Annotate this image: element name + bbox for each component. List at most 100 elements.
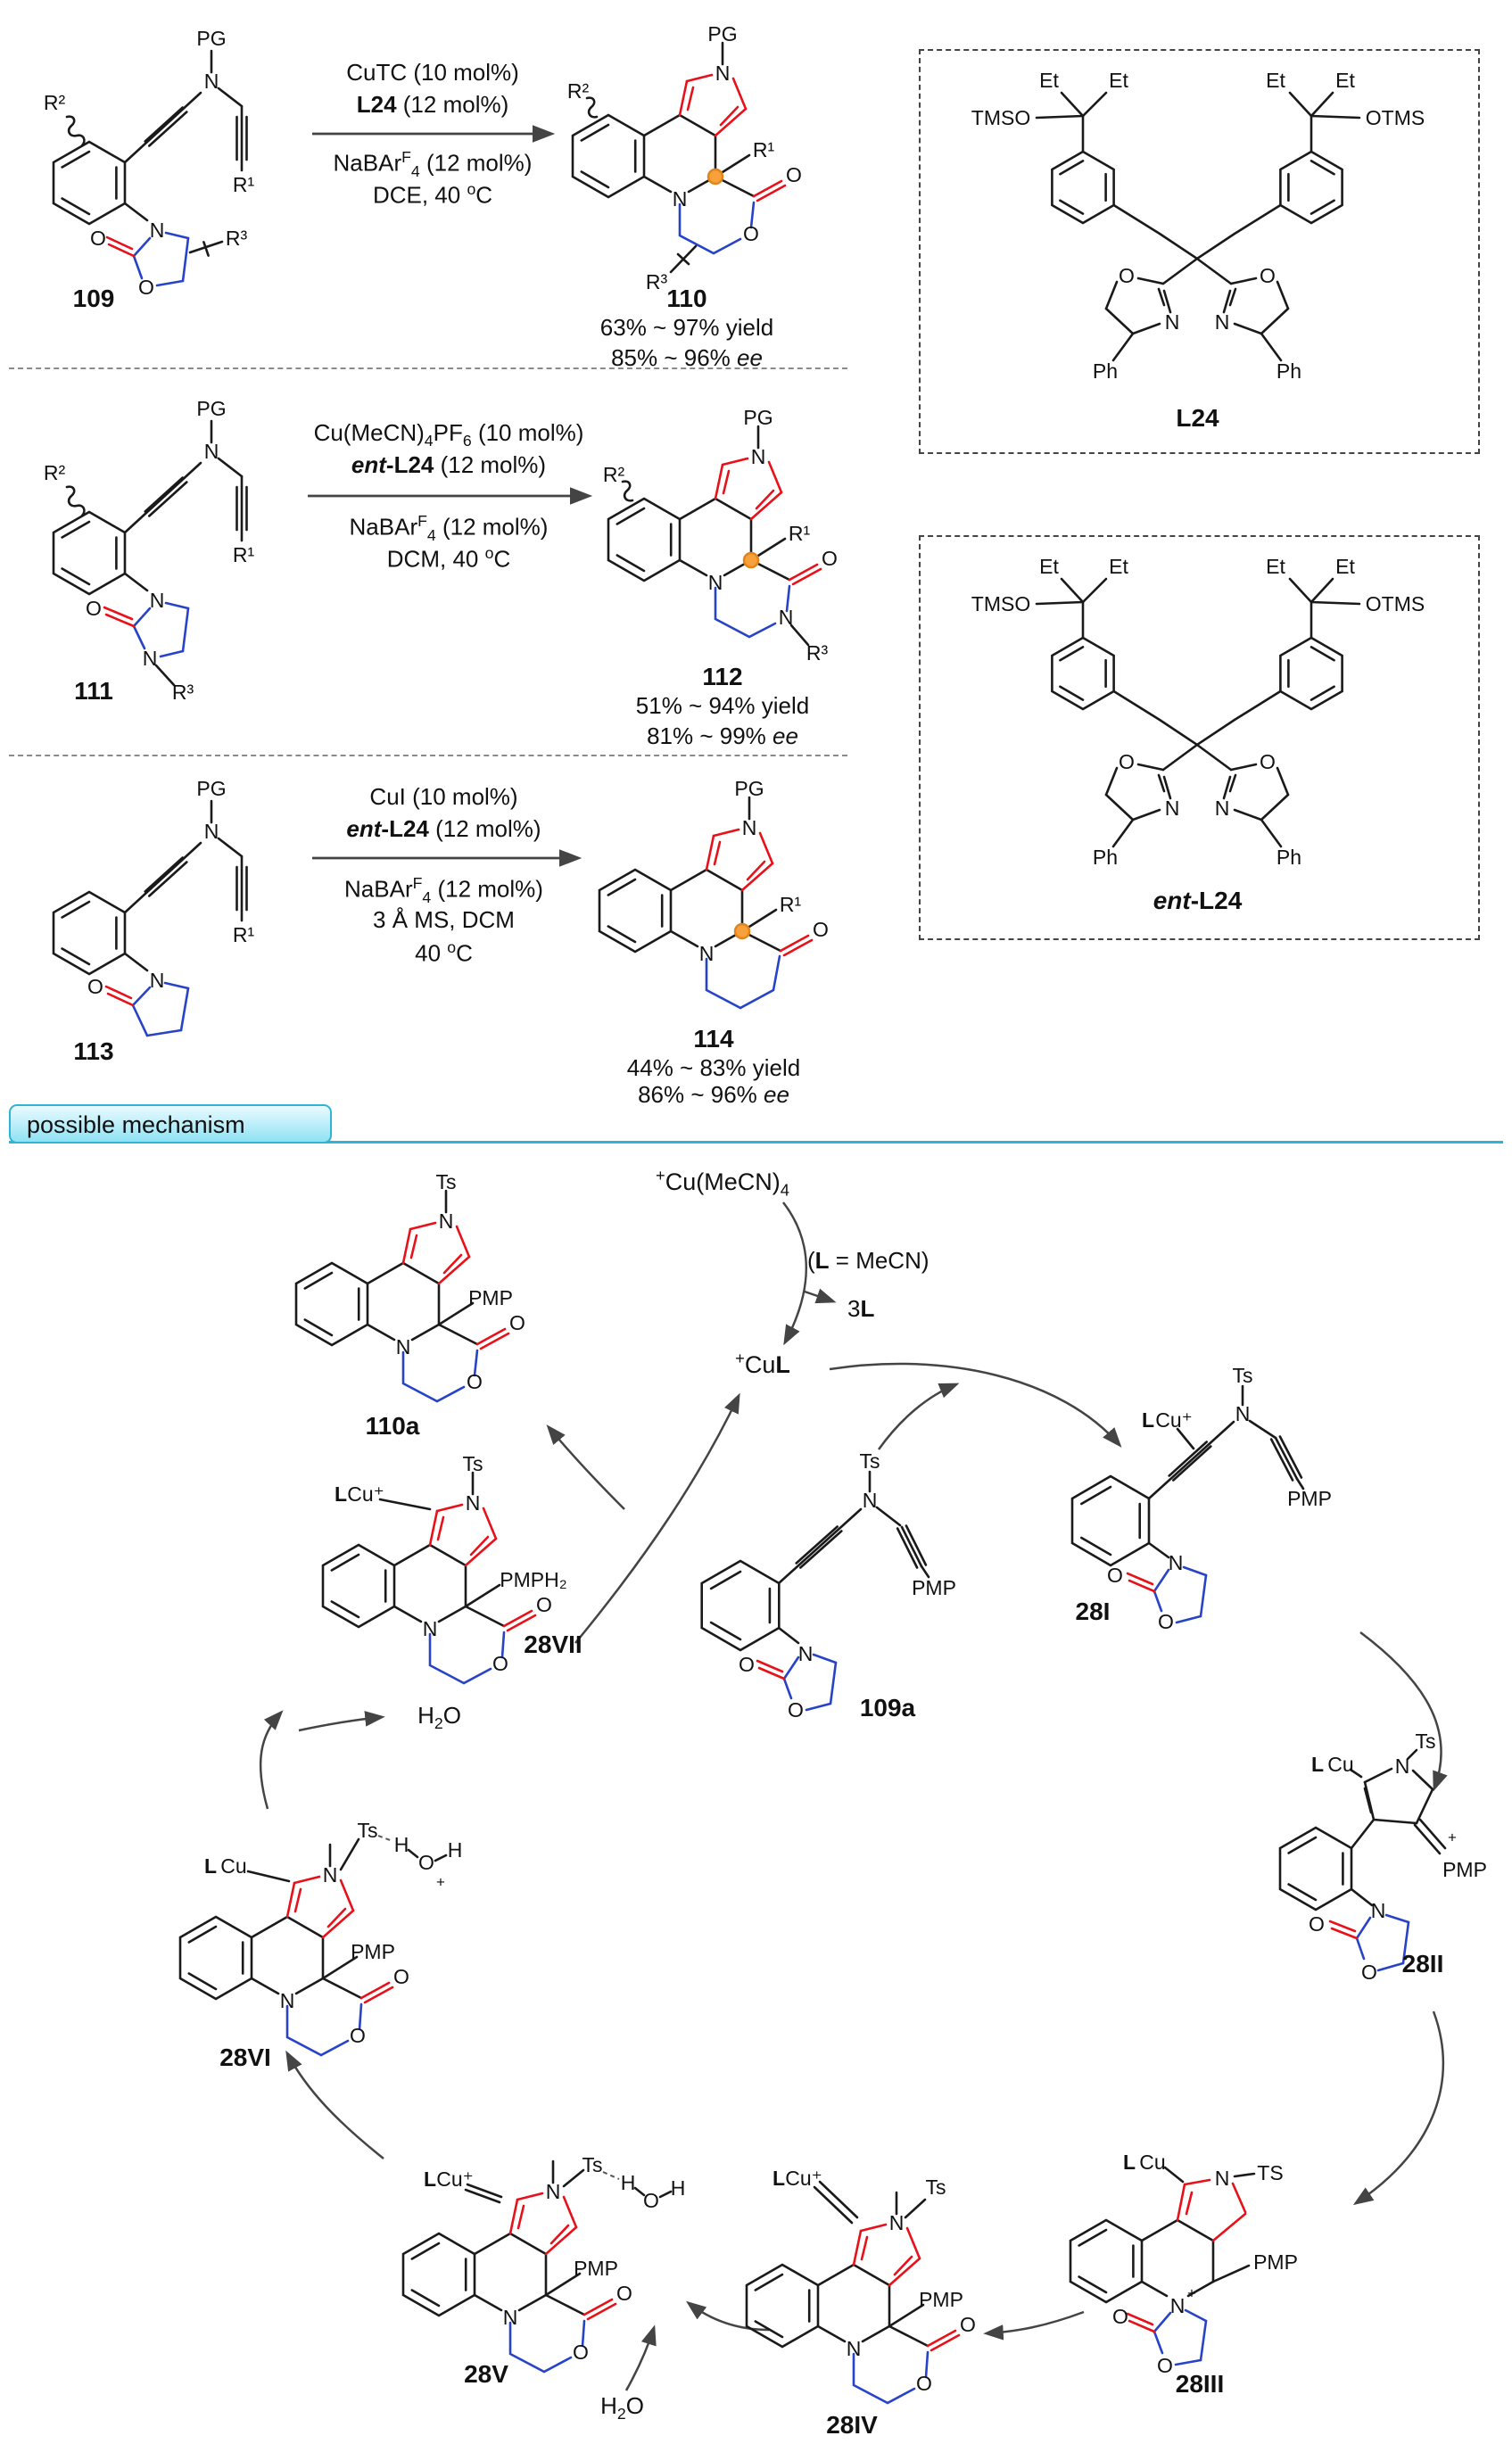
svg-text:PG: PG: [743, 406, 773, 429]
separator-2: [9, 755, 847, 756]
svg-text:O: O: [90, 227, 106, 250]
svg-text:R³: R³: [646, 270, 668, 293]
svg-text:N: N: [396, 1335, 411, 1358]
svg-text:Ts: Ts: [582, 2153, 603, 2176]
arrow-28V-28VI: [285, 2050, 384, 2159]
conditions-3-line1: CuI (10 mol%): [369, 783, 518, 810]
bonds-109: [52, 49, 248, 287]
conditions-3-line5: 40 oC: [415, 938, 473, 967]
conditions-2-line4: DCM, 40 oC: [386, 544, 511, 573]
ligand-box-L24: [919, 49, 1480, 454]
svg-text:L: L: [335, 1482, 347, 1506]
svg-text:Cu: Cu: [220, 1854, 246, 1878]
svg-text:N: N: [1170, 2294, 1186, 2317]
compound-number-112: 112: [702, 663, 743, 690]
label-28I: 28I: [1075, 1598, 1111, 1625]
svg-text:O: O: [1361, 1961, 1377, 1984]
svg-text:N: N: [143, 647, 158, 670]
svg-text:N: N: [863, 1489, 878, 1512]
svg-text:R³: R³: [226, 227, 248, 250]
h2o-in-label: H2O: [600, 2392, 644, 2423]
svg-text:Et: Et: [1039, 555, 1059, 578]
h2o-out-label: H2O: [417, 1702, 461, 1733]
svg-text:L: L: [1142, 1408, 1154, 1432]
arrow-h2o-out: [298, 1711, 385, 1732]
svg-text:Ph: Ph: [1277, 846, 1301, 869]
svg-text:Et: Et: [1335, 69, 1355, 92]
svg-text:L: L: [1311, 1753, 1324, 1776]
svg-text:N: N: [546, 2180, 561, 2203]
svg-text:Cu⁺: Cu⁺: [347, 1482, 384, 1506]
ligand-name-L24: L24: [1176, 404, 1219, 432]
svg-text:PMP: PMP: [1253, 2250, 1298, 2274]
svg-text:PG: PG: [196, 777, 226, 800]
svg-text:N: N: [204, 70, 219, 93]
svg-text:N: N: [699, 942, 715, 965]
svg-text:N: N: [708, 571, 723, 594]
arrow-28III-28IV: [983, 2310, 1085, 2341]
svg-text:L: L: [424, 2167, 436, 2191]
svg-text:O: O: [418, 1851, 434, 1874]
arrow-28VI-28VII: [259, 1710, 284, 1810]
svg-text:PMP: PMP: [1442, 1858, 1487, 1881]
svg-text:Cu⁺: Cu⁺: [1155, 1408, 1193, 1432]
svg-text:PMP: PMP: [1287, 1487, 1332, 1510]
svg-text:N: N: [466, 1491, 481, 1515]
conditions-1-line1: CuTC (10 mol%): [346, 59, 519, 86]
svg-text:PG: PG: [196, 397, 226, 420]
cu-mecn4-label: +Cu(MeCN)4: [656, 1166, 789, 1200]
svg-text:Ts: Ts: [358, 1819, 378, 1842]
bonds-entL24: [1035, 577, 1361, 848]
svg-text:N: N: [439, 1210, 454, 1233]
svg-text:H: H: [671, 2176, 686, 2200]
compound-number-113: 113: [73, 1037, 114, 1065]
label-28IV: 28IV: [826, 2411, 878, 2439]
arrow-28II-28III: [1352, 2011, 1445, 2206]
svg-text:N: N: [798, 1642, 814, 1665]
svg-text:OTMS: OTMS: [1366, 106, 1425, 129]
svg-text:H: H: [448, 1838, 463, 1862]
stereocenter-dot: [742, 551, 760, 569]
conditions-3-line2: ent-L24 (12 mol%): [346, 815, 541, 842]
svg-text:O: O: [960, 2313, 976, 2336]
svg-text:N: N: [1165, 797, 1180, 820]
arrow-28VII-to-cul: [574, 1392, 740, 1644]
svg-text:O: O: [509, 1311, 525, 1334]
bonds-113: [52, 799, 248, 1037]
svg-text:N: N: [1371, 1899, 1386, 1922]
svg-text:N: N: [150, 589, 165, 612]
label-110a: 110a: [365, 1412, 420, 1440]
label-28VII: 28VII: [524, 1631, 582, 1658]
ee-114: 86% ~ 96% ee: [638, 1081, 789, 1108]
svg-text:O: O: [743, 222, 759, 245]
ligand-name-entL24: ent-L24: [1153, 887, 1243, 914]
svg-text:O: O: [739, 1653, 755, 1676]
svg-text:O: O: [1112, 2305, 1128, 2328]
arrow-28IV-28V: [686, 2300, 770, 2332]
svg-text:N: N: [1395, 1755, 1410, 1778]
svg-text:TMSO: TMSO: [971, 592, 1030, 615]
svg-text:R¹: R¹: [753, 138, 775, 161]
svg-text:O: O: [393, 1965, 409, 1988]
svg-text:Ts: Ts: [1233, 1364, 1253, 1387]
svg-text:L: L: [773, 2167, 785, 2190]
conditions-2-line1: Cu(MeCN)4PF6 (10 mol%): [313, 419, 584, 450]
svg-text:Ts: Ts: [926, 2176, 946, 2199]
svg-text:O: O: [138, 276, 154, 299]
svg-text:O: O: [536, 1593, 552, 1616]
